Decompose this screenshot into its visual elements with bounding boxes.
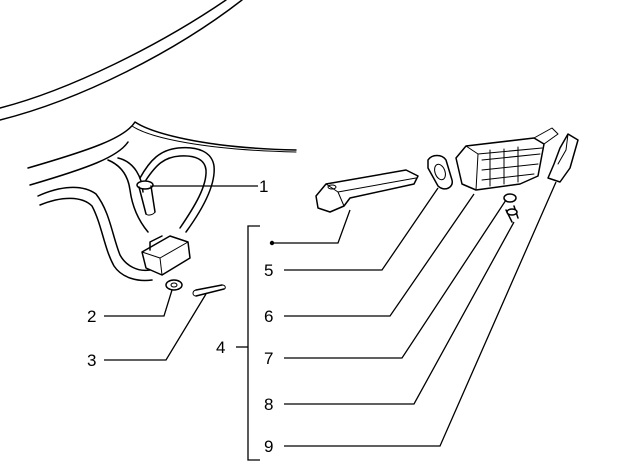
- frame-outline: [0, 0, 297, 282]
- callout-5: 5: [264, 261, 273, 280]
- bracket-plate-part-9: [547, 133, 579, 183]
- pivot-pin: [136, 180, 156, 216]
- bushing-part-6: [427, 154, 453, 190]
- washer-part-2: [165, 279, 183, 291]
- split-pin-part-3: [192, 284, 226, 297]
- callout-2: 2: [87, 307, 96, 326]
- callout-numbers: 1 2 3 4 5 6 7 8 9: [87, 177, 273, 456]
- callout-3: 3: [87, 351, 96, 370]
- callout-4: 4: [216, 338, 225, 357]
- footpeg-rubber-part-7: [455, 127, 559, 191]
- footrest-bracket: [136, 146, 226, 297]
- screw-part-8: [503, 193, 519, 223]
- callout-1: 1: [259, 177, 268, 196]
- leader-lines: [104, 181, 557, 461]
- callout-8: 8: [264, 395, 273, 414]
- bullet-dot: [269, 240, 275, 246]
- callout-9: 9: [264, 437, 273, 456]
- footrest-arm-part-5: [315, 169, 419, 213]
- callout-7: 7: [264, 349, 273, 368]
- callout-6: 6: [264, 307, 273, 326]
